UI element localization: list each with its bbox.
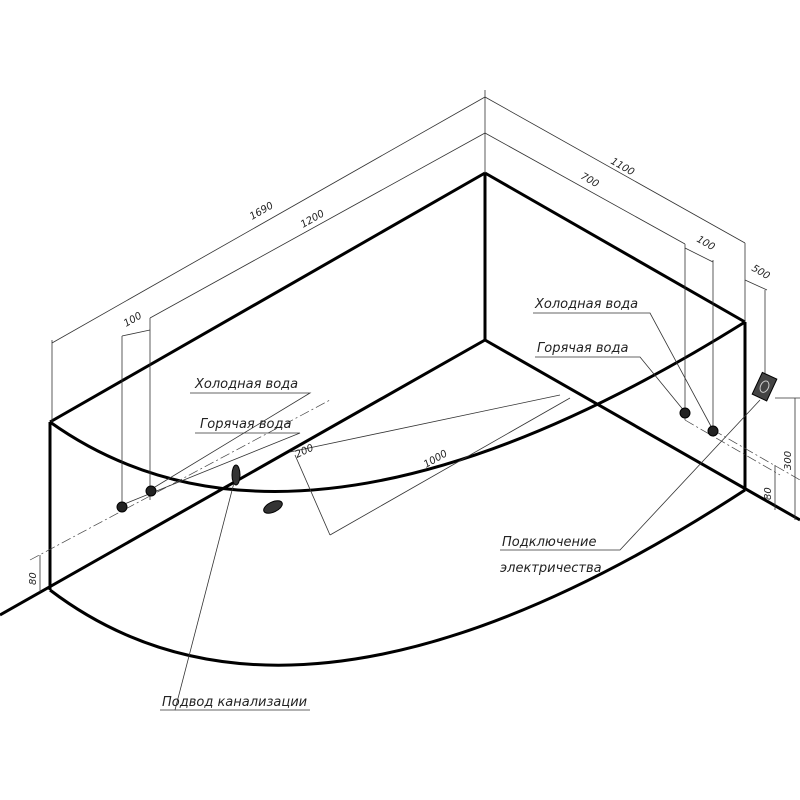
- label-electric-1: Подключение: [502, 535, 596, 550]
- dim-700: 700: [579, 171, 601, 190]
- hot-water-right-icon: [707, 425, 719, 437]
- dimension-lines: [29, 90, 800, 592]
- electric-socket-icon: [751, 371, 778, 402]
- dim-1690: 1690: [248, 200, 276, 222]
- fittings: [116, 371, 778, 514]
- label-drain: Подвод канализации: [162, 695, 307, 710]
- cold-water-left-icon: [116, 501, 128, 513]
- dim-300: 300: [783, 451, 794, 470]
- dim-1100: 1100: [609, 156, 637, 178]
- cold-water-right-icon: [679, 407, 691, 419]
- dim-500: 500: [750, 263, 772, 282]
- label-hot-water-right: Горячая вода: [537, 341, 628, 356]
- label-cold-water-left: Холодная вода: [194, 377, 298, 392]
- dim-100-right: 100: [695, 234, 717, 253]
- callout-labels: Холодная вода Горячая вода Холодная вода…: [162, 297, 638, 710]
- dim-100-left: 100: [122, 311, 144, 330]
- label-electric-2: электричества: [500, 561, 602, 576]
- leader-lines: [121, 312, 761, 711]
- dim-80-left: 80: [28, 572, 39, 585]
- drain-overflow-icon: [231, 464, 241, 486]
- hot-water-left-icon: [145, 485, 157, 497]
- dim-1200: 1200: [299, 208, 327, 230]
- bathtub-outline: [0, 171, 800, 667]
- label-hot-water-left: Горячая вода: [200, 417, 291, 432]
- label-cold-water-right: Холодная вода: [534, 297, 638, 312]
- drain-icon: [263, 500, 283, 514]
- dim-80-right: 80: [763, 487, 774, 500]
